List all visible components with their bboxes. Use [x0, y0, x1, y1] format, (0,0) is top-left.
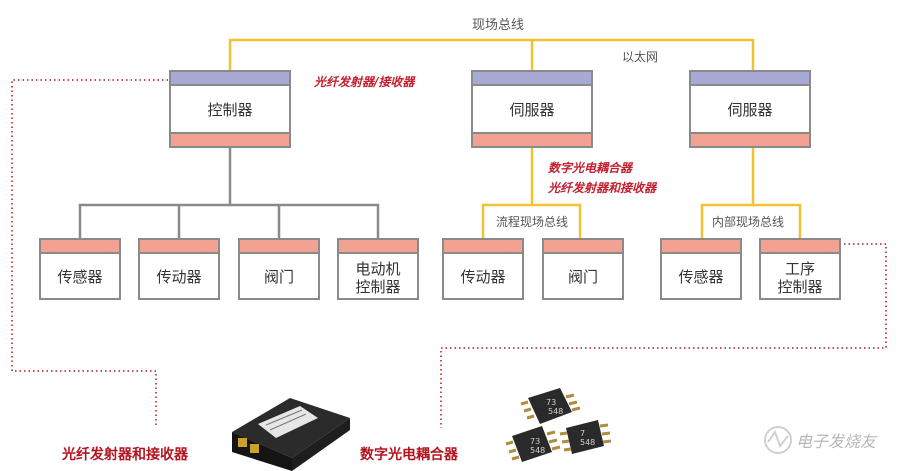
servo-label-1: 伺服器 — [509, 101, 555, 119]
valve-node-2: 阀门 — [542, 238, 624, 300]
valve-node-1: 阀门 — [238, 238, 320, 300]
fiber-tx-rx-annotation: 光纤发射器/接收器 — [314, 75, 415, 89]
chip3-marking-2: 548 — [580, 438, 595, 447]
servo-label-2: 伺服器 — [727, 101, 773, 119]
process-controller-label-2: 控制器 — [777, 278, 823, 296]
chip2-marking-1: 73 — [530, 437, 540, 446]
watermark-text: 电子发烧友 — [796, 432, 877, 451]
process-controller-node: 工序 控制器 — [759, 238, 841, 300]
dotted-fiber-left — [11, 79, 168, 428]
chip3-marking-1: 7 — [580, 429, 585, 438]
controller-label: 控制器 — [207, 101, 253, 119]
optocoupler-caption: 数字光电耦合器 — [360, 447, 458, 463]
optocoupler-chip-1: 73 548 — [520, 388, 581, 424]
chip1-marking-1: 73 — [546, 398, 556, 407]
sensor-node-1: 传感器 — [39, 238, 121, 300]
internal-fieldbus-line — [700, 203, 802, 240]
servo-node-2: 伺服器 — [689, 70, 811, 148]
sensor-node-2: 传感器 — [660, 238, 742, 300]
motor-controller-label-2: 控制器 — [355, 278, 401, 296]
fiber-tx-and-rx-annotation: 光纤发射器和接收器 — [548, 181, 657, 195]
valve-label-1: 阀门 — [263, 268, 294, 286]
valve-label-2: 阀门 — [567, 268, 598, 286]
digital-optocoupler-annotation: 数字光电耦合器 — [548, 161, 633, 175]
motor-controller-node: 电动机 控制器 — [337, 238, 419, 300]
dotted-optocoupler-right — [440, 243, 887, 428]
watermark-logo — [764, 426, 792, 454]
servo-node-1: 伺服器 — [471, 70, 593, 148]
actuator-label-2: 传动器 — [460, 268, 506, 286]
actuator-node-2: 传动器 — [442, 238, 524, 300]
controller-bus-line — [78, 203, 380, 240]
optocoupler-chip-2: 73 548 — [505, 426, 561, 462]
chip2-marking-2: 548 — [530, 446, 545, 455]
fieldbus-line — [228, 38, 755, 70]
actuator-label-1: 传动器 — [156, 268, 202, 286]
process-fieldbus-line — [481, 203, 582, 240]
controller-node: 控制器 — [169, 70, 291, 148]
optocoupler-chip-3: 7 548 — [559, 420, 612, 454]
actuator-node-1: 传动器 — [138, 238, 220, 300]
process-fieldbus-label: 流程现场总线 — [494, 213, 571, 230]
ethernet-label: 以太网 — [622, 50, 659, 64]
fiber-module-caption: 光纤发射器和接收器 — [62, 447, 188, 463]
sensor-label-2: 传感器 — [678, 268, 724, 286]
internal-fieldbus-label: 内部现场总线 — [710, 213, 787, 230]
fieldbus-label: 现场总线 — [472, 18, 525, 33]
sensor-label-1: 传感器 — [57, 268, 103, 286]
fiber-module-image — [232, 398, 350, 471]
chip1-marking-2: 548 — [548, 407, 563, 416]
motor-controller-label-1: 电动机 — [355, 260, 401, 278]
process-controller-label-1: 工序 — [784, 260, 815, 278]
